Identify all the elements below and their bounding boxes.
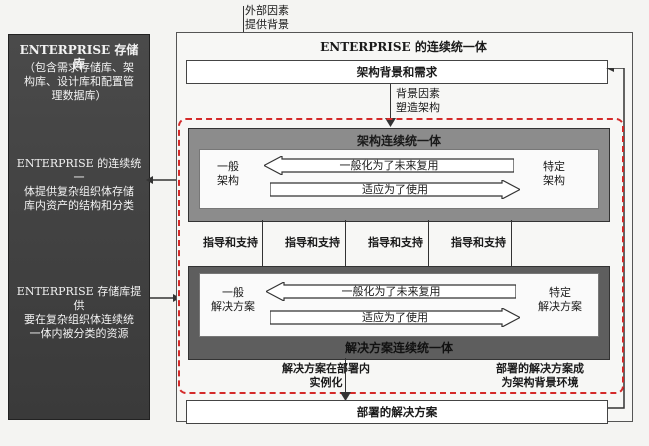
generalize-arrow: 一般化为了未来复用 — [264, 156, 514, 175]
specific-solutions-label: 特定 解决方案 — [538, 286, 582, 313]
solutions-continuum-title: 解决方案连续统一体 — [344, 341, 453, 355]
guidance-label-1: 指导和支持 — [203, 236, 258, 249]
sidebar-connector-arrows — [146, 176, 180, 302]
external-factors-label: 外部因素 提供背景 — [245, 4, 289, 31]
repository-title: ENTERPRISE 存储库 — [19, 43, 139, 71]
adapt-arrow: 适应为了使用 — [270, 180, 520, 199]
solutions-continuum-band: 一般 解决方案 特定 解决方案 一般化为了未来复用 适应为了使用 解决方案连续统… — [188, 266, 610, 360]
enterprise-continuum-title: ENTERPRISE 的连续统一体 — [320, 40, 487, 54]
instantiate-note: 解决方案在部署内 实例化 — [282, 362, 370, 389]
guidance-label-3: 指导和支持 — [368, 236, 423, 249]
repository-resources-text: ENTERPRISE 存储库提供 要在复杂组织体连续统 一体内被分类的资源 — [16, 285, 142, 340]
architecture-inner-panel: 一般 架构 特定 架构 一般化为了未来复用 适应为了使用 — [199, 149, 599, 209]
generic-solutions-label: 一般 解决方案 — [211, 286, 255, 313]
background-factors-label: 背景因素 塑造架构 — [396, 87, 440, 114]
solutions-inner-panel: 一般 解决方案 特定 解决方案 一般化为了未来复用 适应为了使用 — [199, 273, 599, 337]
continuum-highlight-region — [178, 118, 624, 394]
guidance-line-1 — [262, 220, 263, 266]
deploy-down-line — [345, 358, 346, 398]
deployed-solutions-box: 部署的解决方案 — [186, 400, 608, 424]
guidance-label-4: 指导和支持 — [451, 236, 506, 249]
context-down-arrowhead — [385, 118, 396, 127]
guidance-line-3 — [428, 220, 429, 266]
context-down-line — [390, 84, 391, 124]
feedback-loop-line — [606, 68, 625, 409]
architecture-continuum-band: 架构连续统一体 一般 架构 特定 架构 一般化为了未来复用 适应为了使用 — [188, 128, 610, 222]
architecture-continuum-title: 架构连续统一体 — [356, 134, 441, 148]
generalize-arrow-label: 一般化为了未来复用 — [339, 159, 439, 172]
solutions-adapt-arrow: 适应为了使用 — [270, 308, 520, 327]
guidance-line-2 — [345, 220, 346, 266]
solutions-adapt-arrow-label: 适应为了使用 — [362, 311, 428, 324]
repository-structure-text: ENTERPRISE 的连续统一 体提供复杂组织体存储 库内资产的结构和分类 — [16, 157, 142, 212]
specific-architecture-label: 特定 架构 — [543, 160, 565, 187]
solutions-generalize-arrow-label: 一般化为了未来复用 — [341, 285, 441, 298]
guidance-line-4 — [511, 220, 512, 266]
repository-subtitle: （包含需求存储库、架 构库、设计库和配置管 理数据库） — [24, 61, 134, 102]
adapt-arrow-label: 适应为了使用 — [362, 183, 428, 196]
enterprise-repository-panel: ENTERPRISE 存储库 （包含需求存储库、架 构库、设计库和配置管 理数据… — [8, 34, 150, 420]
deployed-context-note: 部署的解决方案成 为架构背景环境 — [496, 362, 584, 389]
guidance-label-2: 指导和支持 — [285, 236, 340, 249]
architecture-context-box: 架构背景和需求 — [186, 60, 608, 84]
solutions-generalize-arrow: 一般化为了未来复用 — [266, 282, 516, 301]
generic-architecture-label: 一般 架构 — [217, 160, 239, 187]
deploy-down-arrowhead — [340, 392, 351, 401]
